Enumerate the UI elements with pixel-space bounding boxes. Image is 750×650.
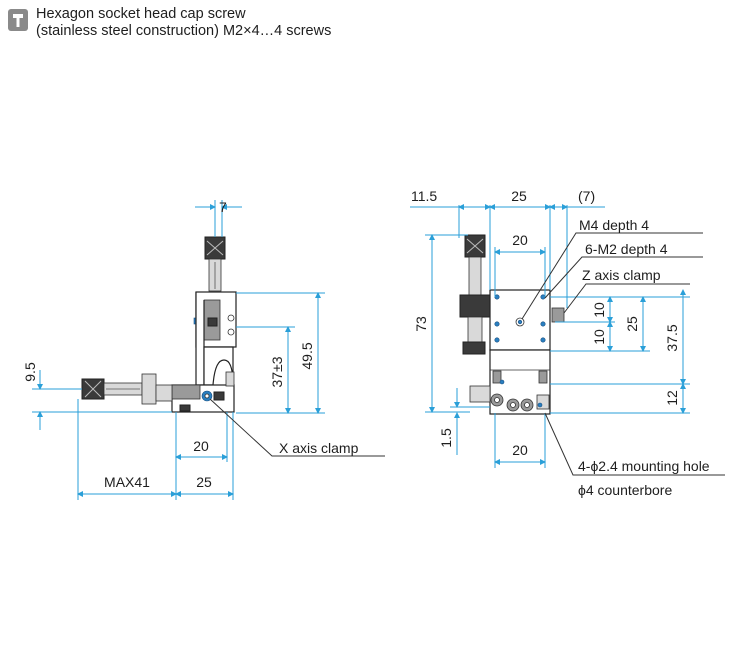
dim-10-a: 10 bbox=[591, 302, 607, 318]
note-line-2: (stainless steel construction) M2×4…4 sc… bbox=[36, 23, 332, 39]
left-stage-drawing bbox=[81, 236, 237, 413]
z-clamp bbox=[551, 307, 565, 323]
note-line-1: Hexagon socket head cap screw bbox=[36, 6, 246, 22]
dim-7-paren: (7) bbox=[578, 188, 595, 204]
left-dimensions: 7 49.5 37±3 9.5 20 MAX41 25 X axis clamp bbox=[22, 199, 385, 500]
dim-7: 7 bbox=[219, 199, 227, 215]
hex-screw-icon bbox=[8, 9, 28, 31]
dim-20-bottom: 20 bbox=[512, 442, 528, 458]
dim-73: 73 bbox=[413, 316, 429, 332]
label-z-axis-clamp: Z axis clamp bbox=[582, 267, 661, 283]
dim-max41: MAX41 bbox=[104, 474, 150, 490]
dim-9-5: 9.5 bbox=[22, 362, 38, 382]
dim-37: 37±3 bbox=[269, 356, 285, 387]
label-counterbore: ϕ4 counterbore bbox=[578, 482, 672, 498]
dim-37-5: 37.5 bbox=[664, 324, 680, 351]
dim-10-b: 10 bbox=[591, 329, 607, 345]
dim-25-top: 25 bbox=[511, 188, 527, 204]
label-m4-depth: M4 depth 4 bbox=[579, 217, 649, 233]
label-mounting-hole: 4-ϕ2.4 mounting hole bbox=[578, 458, 710, 474]
label-m2-depth: 6-M2 depth 4 bbox=[585, 241, 668, 257]
screw-note: Hexagon socket head cap screw (stainless… bbox=[8, 6, 331, 40]
dim-11-5: 11.5 bbox=[411, 188, 437, 204]
dim-1-5: 1.5 bbox=[438, 428, 454, 448]
dim-20-top: 20 bbox=[512, 232, 528, 248]
right-dimensions: 11.5 25 (7) 20 73 10 10 25 37.5 12 1 bbox=[410, 188, 725, 498]
dim-12: 12 bbox=[664, 390, 680, 406]
dim-20-left: 20 bbox=[193, 438, 209, 454]
dim-49-5: 49.5 bbox=[299, 342, 315, 369]
right-stage-drawing bbox=[459, 234, 565, 415]
label-x-axis-clamp: X axis clamp bbox=[279, 440, 359, 456]
dim-25-right: 25 bbox=[624, 316, 640, 332]
z-bracket bbox=[195, 292, 205, 386]
dim-25-left: 25 bbox=[196, 474, 212, 490]
